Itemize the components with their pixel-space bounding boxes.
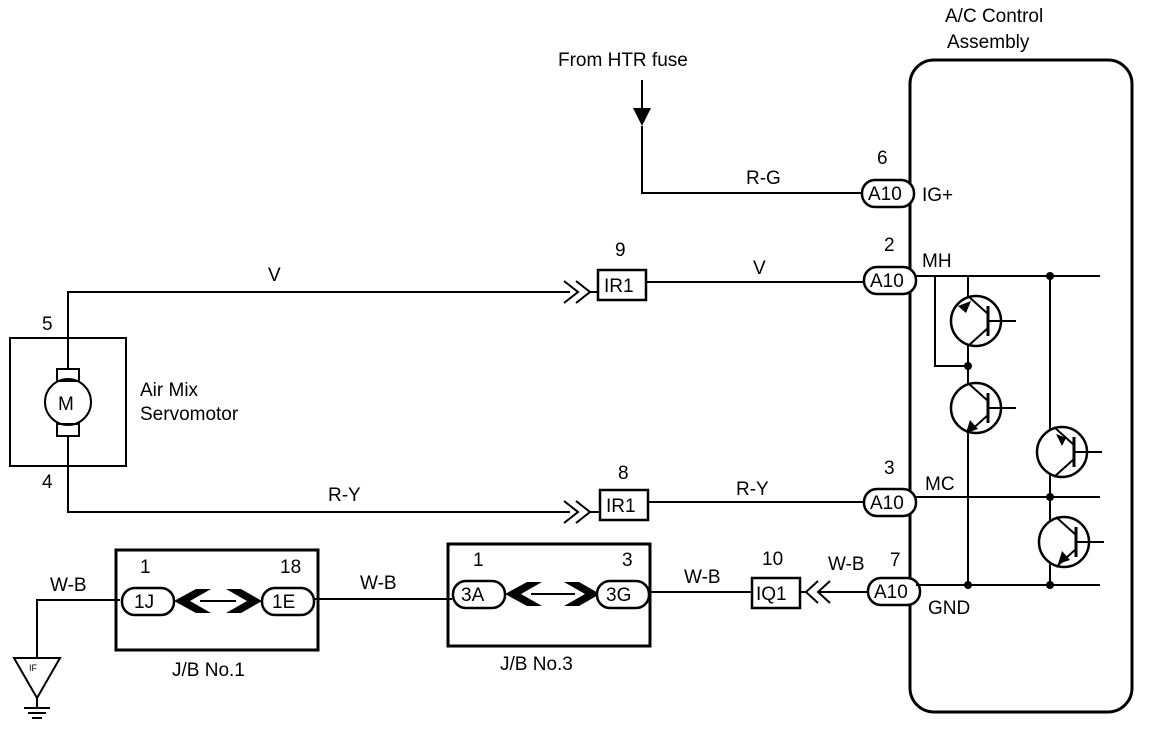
junction-left-mid (964, 362, 972, 370)
connector-a10-ig-label: A10 (868, 184, 902, 205)
connector-a10-mc (862, 487, 918, 518)
wire-wb-jb-label: W-B (360, 573, 397, 594)
wire-rg (641, 126, 862, 194)
jb1-name: J/B No.1 (172, 660, 245, 681)
htr-fuse-arrow-icon (633, 108, 651, 126)
jb3-right-number: 3 (622, 550, 633, 571)
wire-v-left (67, 291, 570, 369)
htr-fuse-label: From HTR fuse (558, 50, 688, 71)
pin-mh-number: 2 (884, 235, 895, 256)
jb1-left-number: 1 (140, 557, 151, 578)
connector-ir1-bottom-label: IR1 (606, 496, 636, 517)
connector-1j-label: 1J (134, 592, 154, 613)
jb3-name: J/B No.3 (500, 654, 573, 675)
connector-3a-label: 3A (461, 585, 485, 606)
transistor-icon (949, 381, 1016, 435)
ir1-bottom-chevron-outer-icon (563, 500, 580, 524)
pin-mh-label: MH (922, 251, 952, 272)
motor-pin-bottom-number: 4 (42, 472, 53, 493)
wire-v-right-label: V (753, 258, 766, 279)
wire-wb-iq1-right-label: W-B (828, 554, 865, 575)
connector-3g (595, 579, 651, 610)
motor-symbol: M (58, 394, 74, 415)
junction-left-gnd (964, 581, 972, 589)
jb3-link-left-icon (505, 582, 542, 606)
ir1-top-number: 9 (615, 240, 626, 261)
mh-drop-wire (920, 275, 968, 367)
connector-1e (260, 586, 316, 617)
connector-ir1-top-label: IR1 (604, 276, 634, 297)
connector-1j (120, 586, 176, 617)
junction-right-top (1046, 272, 1054, 280)
connector-1e-label: 1E (272, 592, 295, 613)
jb1-link-left-icon (174, 589, 211, 613)
motor-icon (44, 378, 92, 426)
pin-ig-label: IG+ (922, 185, 953, 206)
connector-a10-ig (860, 178, 916, 209)
connector-iq1-label: IQ1 (756, 584, 787, 605)
transistor-icon (949, 294, 1016, 348)
ground-point-icon (12, 657, 62, 701)
jb3-left-number: 1 (473, 550, 484, 571)
ac-control-assembly-box (908, 58, 1134, 714)
transistor-bridge (916, 272, 1104, 589)
ac-assembly-title-line2: Assembly (947, 32, 1030, 53)
connector-a10-mh (862, 265, 918, 296)
pin-gnd-label: GND (928, 598, 970, 619)
pin-mc-label: MC (925, 474, 955, 495)
jb1-right-number: 18 (280, 557, 301, 578)
pin-mc-number: 3 (884, 458, 895, 479)
ac-assembly-title-line1: A/C Control (945, 6, 1043, 27)
junction-right-gnd (1046, 581, 1054, 589)
motor-brush-top (56, 368, 80, 382)
iq1-chevron-inner-icon (804, 580, 819, 604)
wire-rg-label: R-G (746, 168, 781, 189)
motor-name-line2: Servomotor (140, 404, 239, 425)
pin-ig-number: 6 (877, 148, 888, 169)
iq1-number: 10 (762, 549, 783, 570)
transistor-icon (1037, 515, 1104, 569)
wire-wb-iq1-left-label: W-B (684, 567, 721, 588)
ir1-bottom-number: 8 (618, 463, 629, 484)
jb3-link-right-icon (564, 582, 600, 606)
motor-pin-top-number: 5 (42, 314, 53, 335)
ir1-top-chevron-outer-icon (563, 280, 580, 304)
wire-ry-left-label: R-Y (328, 485, 361, 506)
connector-a10-mc-label: A10 (870, 493, 904, 514)
wire-ry-right-label: R-Y (736, 479, 769, 500)
ground-point-label: IF (29, 663, 38, 673)
pin-gnd-number: 7 (890, 550, 901, 571)
motor-name-line1: Air Mix (140, 380, 199, 401)
transistor-icon (1035, 425, 1102, 479)
connector-3g-label: 3G (606, 585, 631, 606)
connector-a10-gnd-label: A10 (874, 582, 908, 603)
wire-wb-ground-label: W-B (50, 575, 87, 596)
connector-a10-gnd (866, 576, 922, 607)
connector-iq1 (750, 576, 802, 610)
jb1-link-right-icon (226, 589, 262, 613)
junction-right-mid (1046, 493, 1054, 501)
wire-v-left-label: V (268, 265, 281, 286)
connector-ir1-bottom (598, 488, 650, 522)
wire-ry-left (67, 436, 570, 513)
connector-a10-mh-label: A10 (870, 271, 904, 292)
wire-wb-ground (36, 599, 120, 658)
connector-ir1-top (596, 268, 648, 302)
connector-3a (451, 579, 507, 610)
